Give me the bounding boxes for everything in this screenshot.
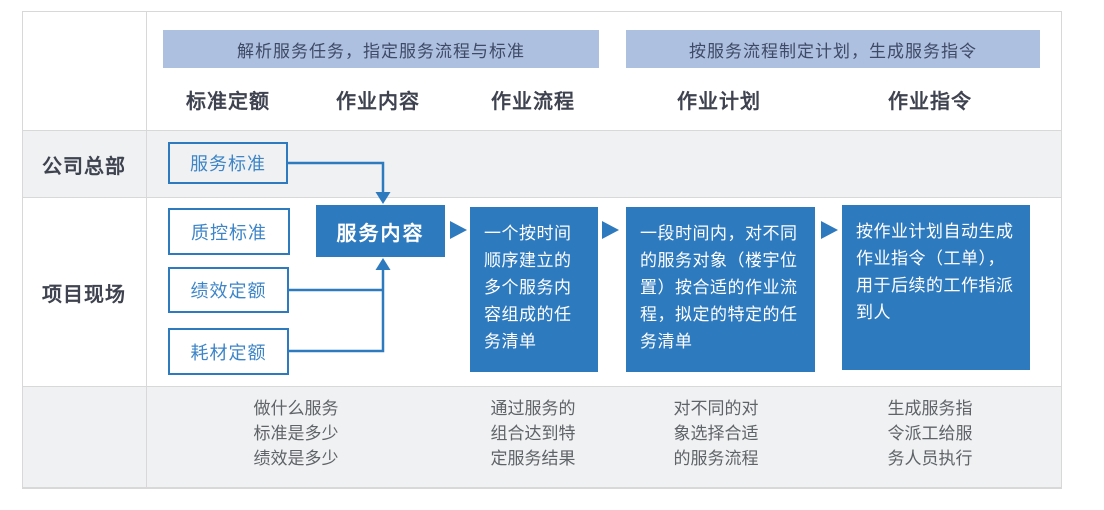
hq-row-stripe [22,130,1062,198]
box-service-standard: 服务标准 [168,142,288,184]
footnote-what-service: 做什么服务 标准是多少 绩效是多少 [253,399,339,468]
column-header-work-process: 作业流程 [491,91,575,113]
box-label: 服务标准 [190,154,266,174]
box-qc-standard: 质控标准 [168,208,290,255]
box-label: 质控标准 [191,222,267,243]
box-label: 绩效定额 [190,281,267,301]
footnote-dispatch-instruction: 生成服务指 令派工给服 务人员执行 [887,399,973,468]
row-label-company-hq: 公司总部 [42,155,126,178]
header-bar-label: 解析服务任务，指定服务流程与标准 [237,41,525,61]
column-header-work-instruction: 作业指令 [888,91,972,113]
footnote-service-combination: 通过服务的 组合达到特 定服务结果 [490,399,576,468]
header-bar-label: 按服务流程制定计划，生成服务指令 [689,41,977,61]
box-work-plan-description: 一段时间内，对不同 的服务对象（楼宇位 置）按合适的作业流 程，拟定的特定的任 … [626,207,815,372]
column-divider-line [146,11,147,489]
box-work-process-description: 一个按时间 顺序建立的 多个服务内 容组成的任 务清单 [470,207,598,372]
column-header-standard-quota: 标准定额 [186,91,270,113]
footnote-choose-process: 对不同的对 象选择合适 的服务流程 [673,399,759,468]
row-label-project-site: 项目现场 [42,283,126,306]
table-frame [22,11,1062,488]
footnote-row-stripe [22,386,1062,489]
box-work-instruction-description: 按作业计划自动生成 作业指令（工单）， 用于后续的工作指派 到人 [842,205,1030,370]
box-label: 耗材定额 [190,342,267,363]
column-header-work-plan: 作业计划 [677,91,761,113]
header-bar-make-plan: 按服务流程制定计划，生成服务指令 [626,30,1040,68]
box-consumable-quota: 耗材定额 [168,328,289,375]
box-service-content: 服务内容 [316,205,445,257]
column-header-work-content: 作业内容 [336,91,420,113]
box-performance-quota: 绩效定额 [168,267,289,313]
header-bar-parse-tasks: 解析服务任务，指定服务流程与标准 [163,30,599,68]
